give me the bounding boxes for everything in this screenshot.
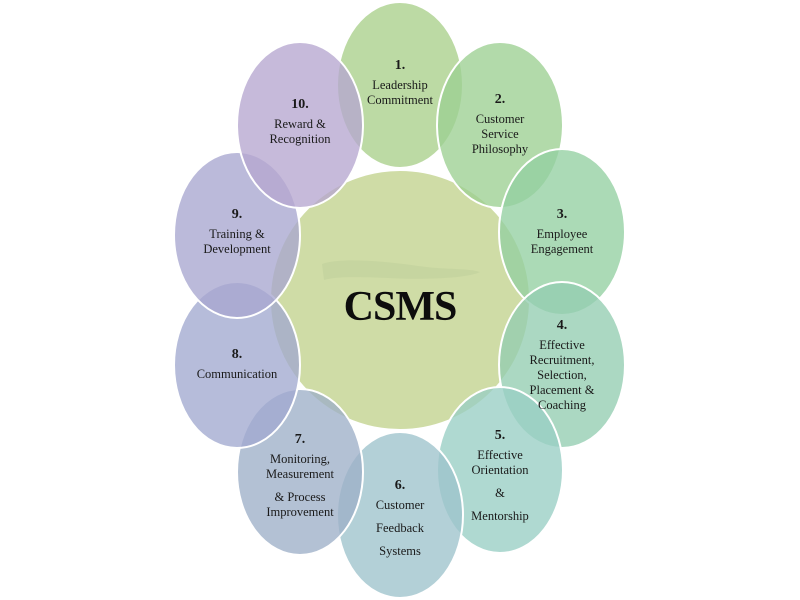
component-text-line: Reward & <box>274 117 326 131</box>
component-number: 6. <box>394 478 406 493</box>
center-title: CSMS <box>343 284 458 330</box>
component-ellipse-10 <box>236 41 364 209</box>
component-number: 4. <box>556 318 568 333</box>
component-text-line: Service <box>481 127 519 141</box>
component-number: 7. <box>294 432 306 447</box>
component-text-line: & Process <box>274 490 326 504</box>
component-text-line: Development <box>203 242 271 256</box>
component-text-line: Measurement <box>265 467 335 481</box>
component-number: 9. <box>231 207 243 222</box>
component-text-line: Improvement <box>266 505 334 519</box>
decorative-brush-stroke <box>322 260 480 280</box>
component-number: 10. <box>291 97 309 112</box>
component-text-line: Coaching <box>538 398 586 412</box>
component-text-line: Employee <box>536 227 588 241</box>
component-label-10: 10. Reward &Recognition <box>240 97 360 147</box>
component-text-line: Customer <box>375 498 425 512</box>
component-text-line: Customer <box>475 112 525 126</box>
component-text-line: Placement & <box>529 383 595 397</box>
component-text-line: Engagement <box>530 242 594 256</box>
component-ellipses <box>173 1 626 599</box>
component-text-line: Commitment <box>367 93 433 107</box>
component-number: 3. <box>556 207 568 222</box>
component-number: 1. <box>394 58 406 73</box>
component-text-line: Mentorship <box>471 509 529 523</box>
component-text-line: Recognition <box>269 132 331 146</box>
component-label-9: 9. Training &Development <box>177 207 297 257</box>
component-text-line: & <box>495 486 505 500</box>
component-number: 5. <box>494 428 506 443</box>
component-text-line: Effective <box>539 338 585 352</box>
component-label-8: 8. Communication <box>177 347 297 382</box>
component-text-line: Feedback <box>376 521 424 535</box>
component-text-line: Recruitment, <box>529 353 595 367</box>
component-text-line: Effective <box>477 448 523 462</box>
component-text-line: Philosophy <box>471 142 529 156</box>
component-text-line: Leadership <box>372 78 428 92</box>
component-number: 2. <box>494 92 506 107</box>
component-text-line: Monitoring, <box>269 452 331 466</box>
component-text-line: Communication <box>196 367 278 381</box>
component-text-line: Training & <box>209 227 265 241</box>
component-text-line: Systems <box>379 544 421 558</box>
component-text-line: Selection, <box>537 368 587 382</box>
component-number: 8. <box>231 347 243 362</box>
component-text-line: Orientation <box>471 463 529 477</box>
